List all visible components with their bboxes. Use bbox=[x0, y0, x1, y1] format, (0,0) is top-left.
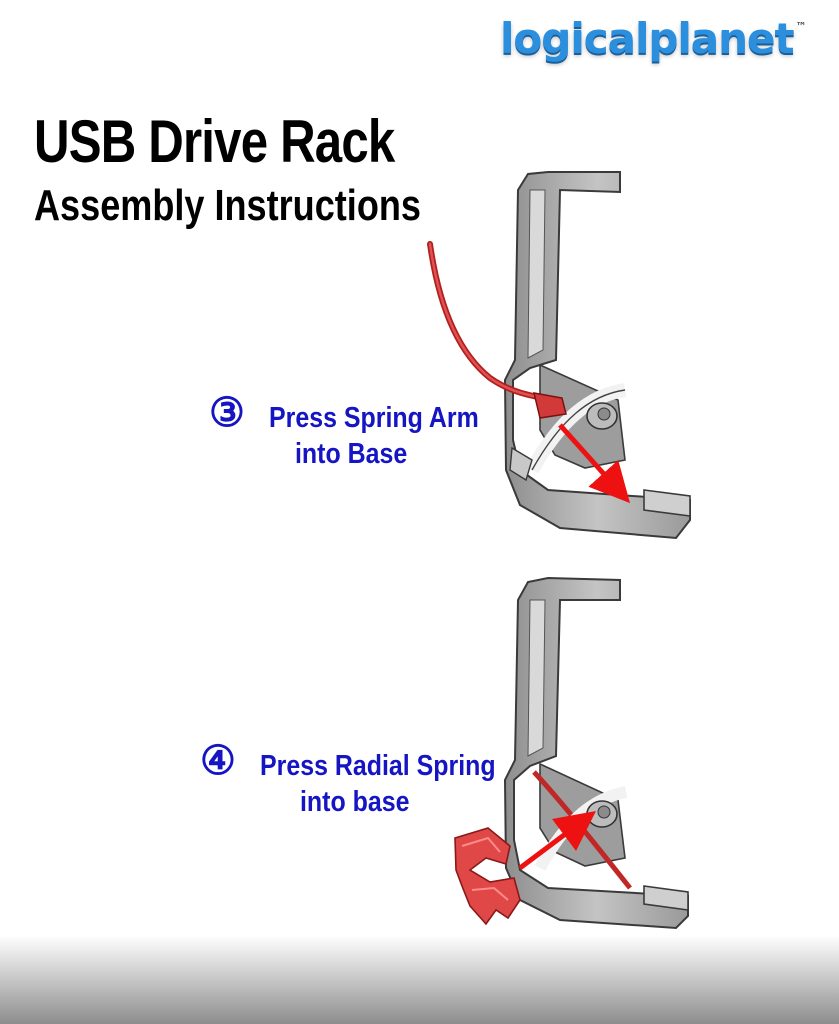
spring-arm-icon bbox=[427, 241, 567, 419]
radial-spring-icon bbox=[454, 827, 521, 926]
step-4-number: ④ bbox=[200, 739, 236, 783]
page-subtitle: Assembly Instructions bbox=[34, 181, 421, 230]
page-title: USB Drive Rack bbox=[34, 108, 395, 175]
step-4-label: ④ Press Radial Spring into base bbox=[200, 739, 540, 824]
step-3-line-2: into Base bbox=[295, 438, 408, 470]
bottom-gradient bbox=[0, 935, 839, 1024]
step-3-number: ③ bbox=[209, 391, 245, 435]
trademark-mark: ™ bbox=[795, 20, 807, 33]
logo-text: logicalplanet bbox=[500, 14, 795, 63]
step-3-line-1: Press Spring Arm bbox=[269, 402, 479, 434]
step-4-line-1: Press Radial Spring bbox=[260, 750, 496, 782]
rack-bracket-step3 bbox=[503, 171, 691, 540]
step-4-line-2: into base bbox=[300, 786, 410, 818]
insert-arrow-step4 bbox=[518, 811, 596, 870]
insert-arrow-step3 bbox=[558, 423, 631, 504]
step-3-label: ③ Press Spring Arm into Base bbox=[209, 391, 529, 476]
